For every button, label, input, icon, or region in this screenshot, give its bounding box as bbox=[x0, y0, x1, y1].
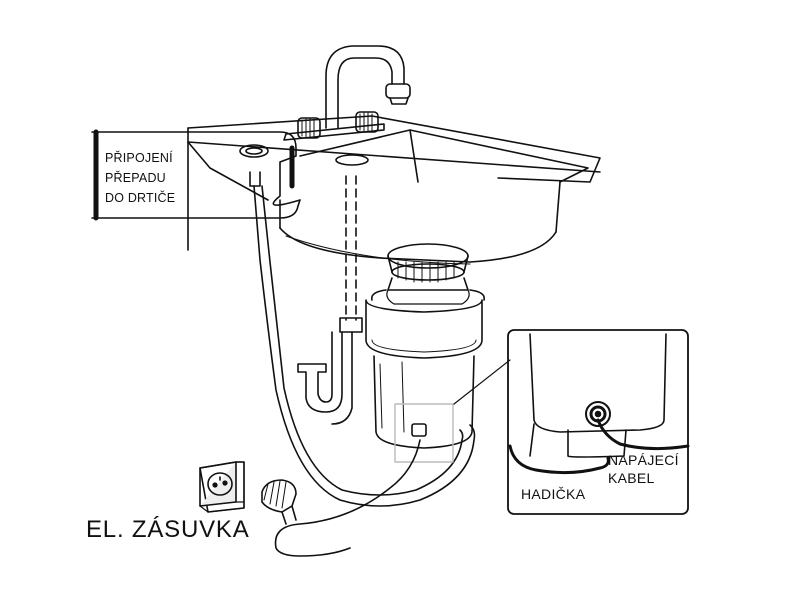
overflow-label-line-1: PŘIPOJENÍ bbox=[105, 151, 173, 165]
power-cable-label-line-1: NAPÁJECÍ bbox=[608, 452, 679, 468]
power-cable-label-line-2: KABEL bbox=[608, 470, 655, 486]
hose-label: HADIČKA bbox=[521, 486, 586, 502]
overflow-callout-box bbox=[91, 129, 301, 221]
drain-pipe bbox=[297, 175, 363, 425]
wall-outlet bbox=[199, 461, 245, 513]
power-cord bbox=[274, 439, 421, 557]
power-cable-label: NAPÁJECÍ KABEL bbox=[608, 451, 679, 487]
overflow-label-line-2: PŘEPADU bbox=[105, 171, 166, 185]
overflow-hose bbox=[249, 171, 476, 507]
disposer-unit bbox=[365, 243, 486, 463]
power-cable-detail bbox=[596, 418, 690, 451]
power-plug bbox=[261, 479, 297, 525]
zoom-connector-line bbox=[453, 359, 511, 405]
hose-detail bbox=[508, 444, 610, 475]
overflow-connection-label: PŘIPOJENÍ PŘEPADU DO DRTIČE bbox=[105, 148, 175, 208]
outlet-label: EL. ZÁSUVKA bbox=[86, 516, 250, 543]
overflow-label-line-3: DO DRTIČE bbox=[105, 191, 176, 205]
faucet bbox=[283, 45, 411, 141]
sink-basin bbox=[279, 129, 589, 265]
